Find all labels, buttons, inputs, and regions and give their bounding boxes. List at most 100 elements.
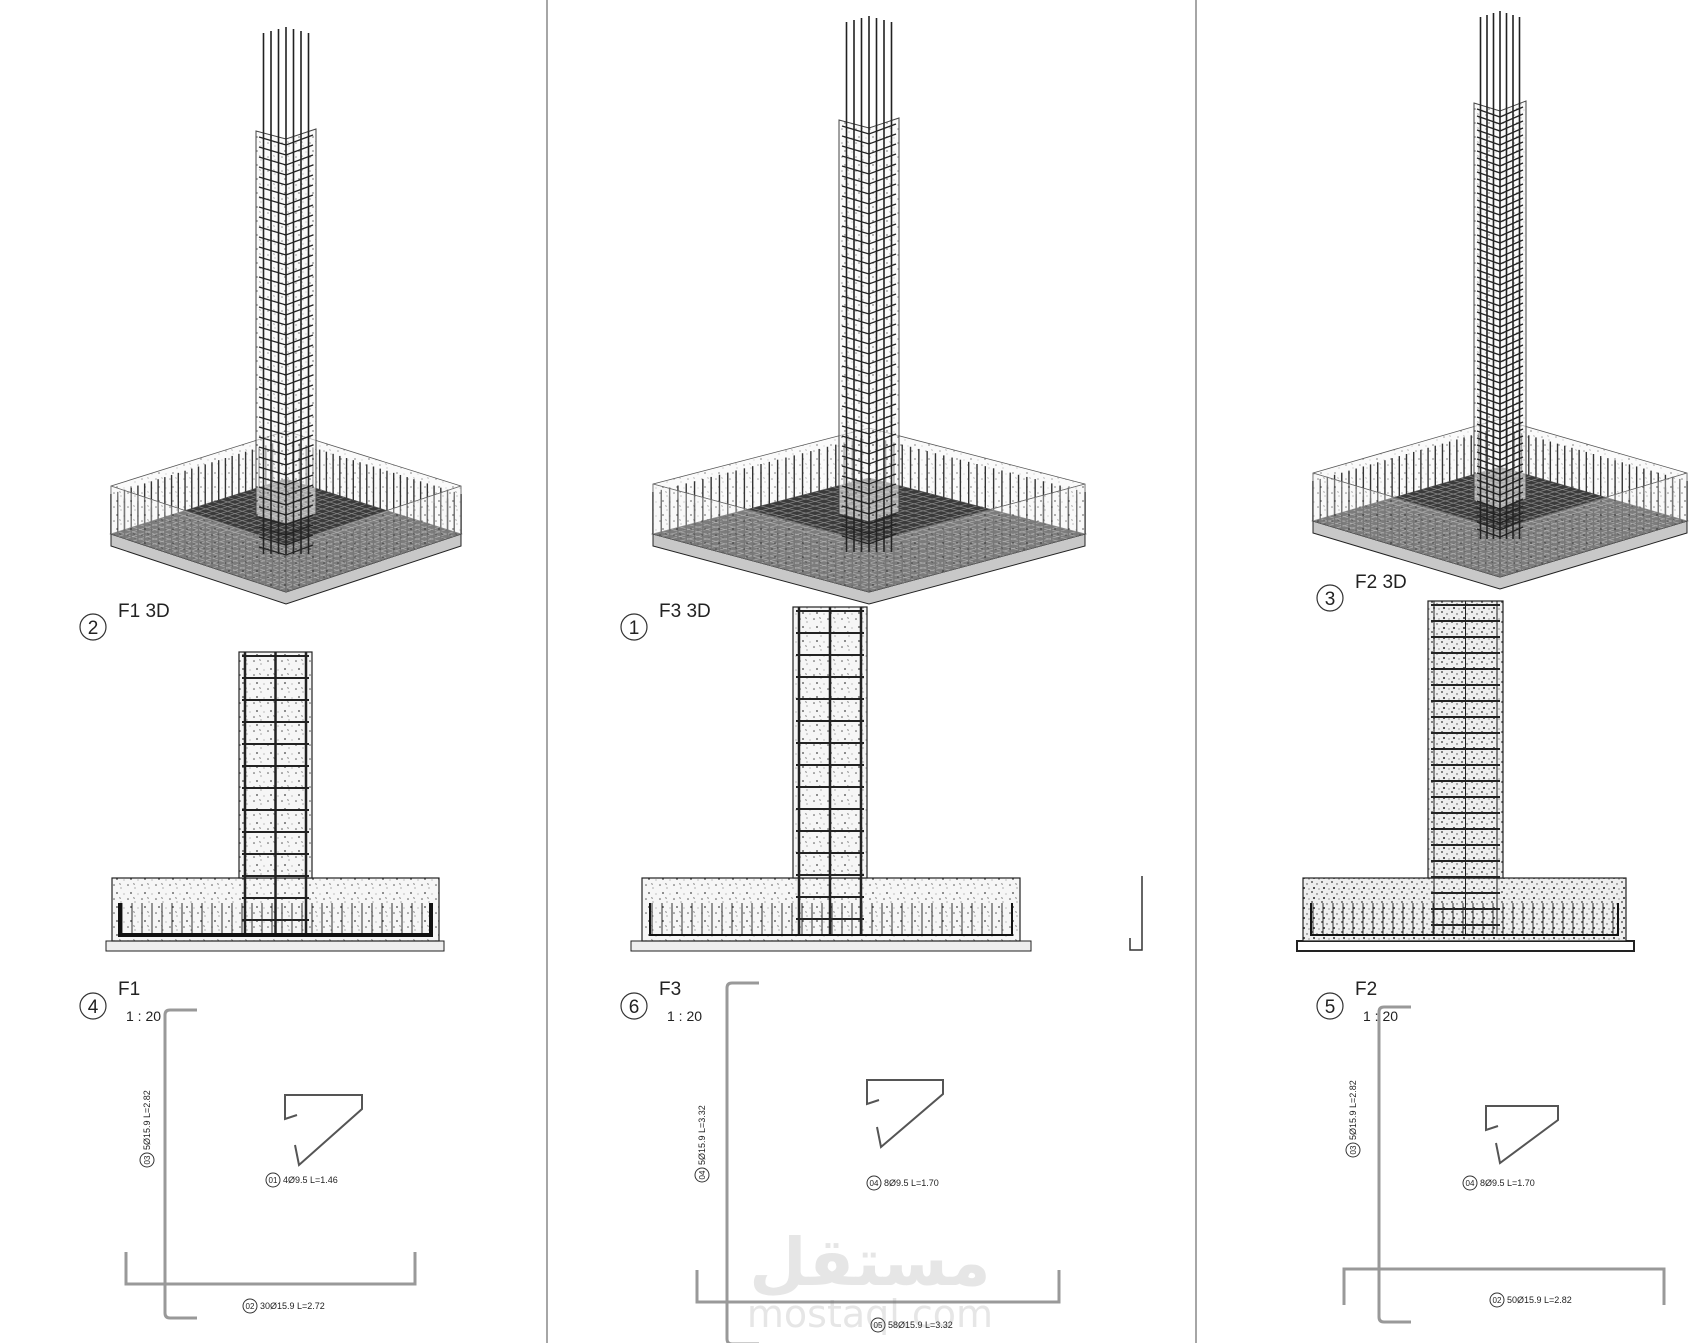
column-stirrup <box>841 363 897 375</box>
column-stirrup <box>841 273 897 285</box>
column-stirrup <box>1476 267 1524 279</box>
column-stirrup <box>841 533 897 545</box>
column-stirrup <box>1476 400 1524 412</box>
column-stirrup <box>1476 288 1524 300</box>
view-title: F1 3D <box>118 601 170 622</box>
column-stirrup <box>841 133 897 145</box>
bar-mark-number: 05 <box>874 1321 883 1330</box>
view-label-3d: 2F1 3D <box>79 601 170 641</box>
column-stirrup <box>1476 393 1524 405</box>
bar-mark-circle <box>1462 1175 1478 1191</box>
column-stirrup <box>258 294 314 306</box>
column-stirrup <box>841 403 897 415</box>
column-stirrup <box>841 433 897 445</box>
view-number-circle <box>620 992 648 1020</box>
column-stirrup <box>1476 155 1524 167</box>
column-stirrup <box>1476 428 1524 440</box>
column-stirrup <box>841 423 897 435</box>
column-stirrup <box>1476 519 1524 531</box>
column-stirrup <box>841 143 897 155</box>
column-stirrup <box>841 453 897 465</box>
column-stirrup <box>841 233 897 245</box>
column-stirrup <box>841 443 897 455</box>
column-stirrup <box>1476 505 1524 517</box>
column-stirrup <box>841 223 897 235</box>
view-title: F1 <box>118 979 140 1000</box>
column-stirrup <box>841 163 897 175</box>
column-stirrup <box>1476 162 1524 174</box>
column-stirrup <box>258 344 314 356</box>
column-stirrup <box>258 414 314 426</box>
column-stirrup <box>841 333 897 345</box>
view-title: F3 <box>659 979 681 1000</box>
column-stirrup <box>841 283 897 295</box>
column-stirrup <box>1476 197 1524 209</box>
watermark-logo: مستقل mostaql.com <box>747 1224 993 1336</box>
column-stirrup <box>258 424 314 436</box>
bar-description: 5Ø15.9 L=2.82 <box>1348 1080 1358 1140</box>
stirrup-shape <box>1485 1105 1559 1165</box>
column-stirrup <box>258 264 314 276</box>
column-stirrup <box>258 194 314 206</box>
bottom-bar-shape <box>1342 1267 1666 1305</box>
column-stirrup <box>1476 204 1524 216</box>
column-stirrup <box>258 334 314 346</box>
column-stirrup <box>841 243 897 255</box>
column-stirrup <box>258 544 314 556</box>
view-number: 6 <box>629 997 640 1018</box>
column-stirrup <box>258 484 314 496</box>
column-stirrup <box>258 534 314 546</box>
footing-bottom-bar <box>1310 903 1619 936</box>
column-stirrup <box>1476 498 1524 510</box>
stirrup-shape <box>866 1079 944 1149</box>
column-stirrup <box>258 444 314 456</box>
column-stirrup <box>841 493 897 505</box>
column-stirrup <box>841 313 897 325</box>
column-stirrup <box>841 503 897 515</box>
column-stirrup <box>1476 253 1524 265</box>
column-stirrup <box>1476 351 1524 363</box>
bar-mark-number: 02 <box>246 1302 255 1311</box>
column-stirrup <box>1476 218 1524 230</box>
column-stirrup <box>258 324 314 336</box>
column-stirrup <box>1476 190 1524 202</box>
footing-section-view <box>105 651 445 952</box>
column-stirrup <box>841 183 897 195</box>
column-stirrup <box>258 254 314 266</box>
column-stirrup <box>258 304 314 316</box>
column-3d <box>1473 11 1527 539</box>
view-number: 4 <box>88 997 99 1018</box>
column-stirrup <box>1476 470 1524 482</box>
column-stirrup <box>1476 295 1524 307</box>
view-title: F3 3D <box>659 601 711 622</box>
bar-description: 8Ø9.5 L=1.70 <box>1480 1178 1535 1188</box>
bar-mark-number: 03 <box>1349 1145 1358 1154</box>
bar-mark-circle <box>870 1317 886 1333</box>
column-stirrup <box>1476 176 1524 188</box>
column-stirrup <box>258 514 314 526</box>
column-3d <box>838 16 900 552</box>
bar-mark-number: 03 <box>143 1155 152 1164</box>
column-stirrup <box>258 394 314 406</box>
column-3d <box>255 27 317 556</box>
column-stirrup <box>1476 407 1524 419</box>
column-stirrup <box>841 353 897 365</box>
column-stirrup <box>1476 141 1524 153</box>
column-stirrup <box>1476 358 1524 370</box>
column-stirrup <box>1476 113 1524 125</box>
bar-mark-circle <box>694 1167 710 1183</box>
vertical-bar-shape <box>1377 1005 1411 1324</box>
bar-description: 30Ø15.9 L=2.72 <box>260 1301 325 1311</box>
column-stirrup <box>1476 225 1524 237</box>
column-stirrup <box>258 364 314 376</box>
column-stirrup <box>841 463 897 475</box>
column-stirrup <box>841 483 897 495</box>
view-scale: 1 : 20 <box>1363 1008 1398 1024</box>
column-stirrup <box>1476 246 1524 258</box>
footing-section-view <box>1296 600 1635 952</box>
column-stirrup <box>1476 302 1524 314</box>
